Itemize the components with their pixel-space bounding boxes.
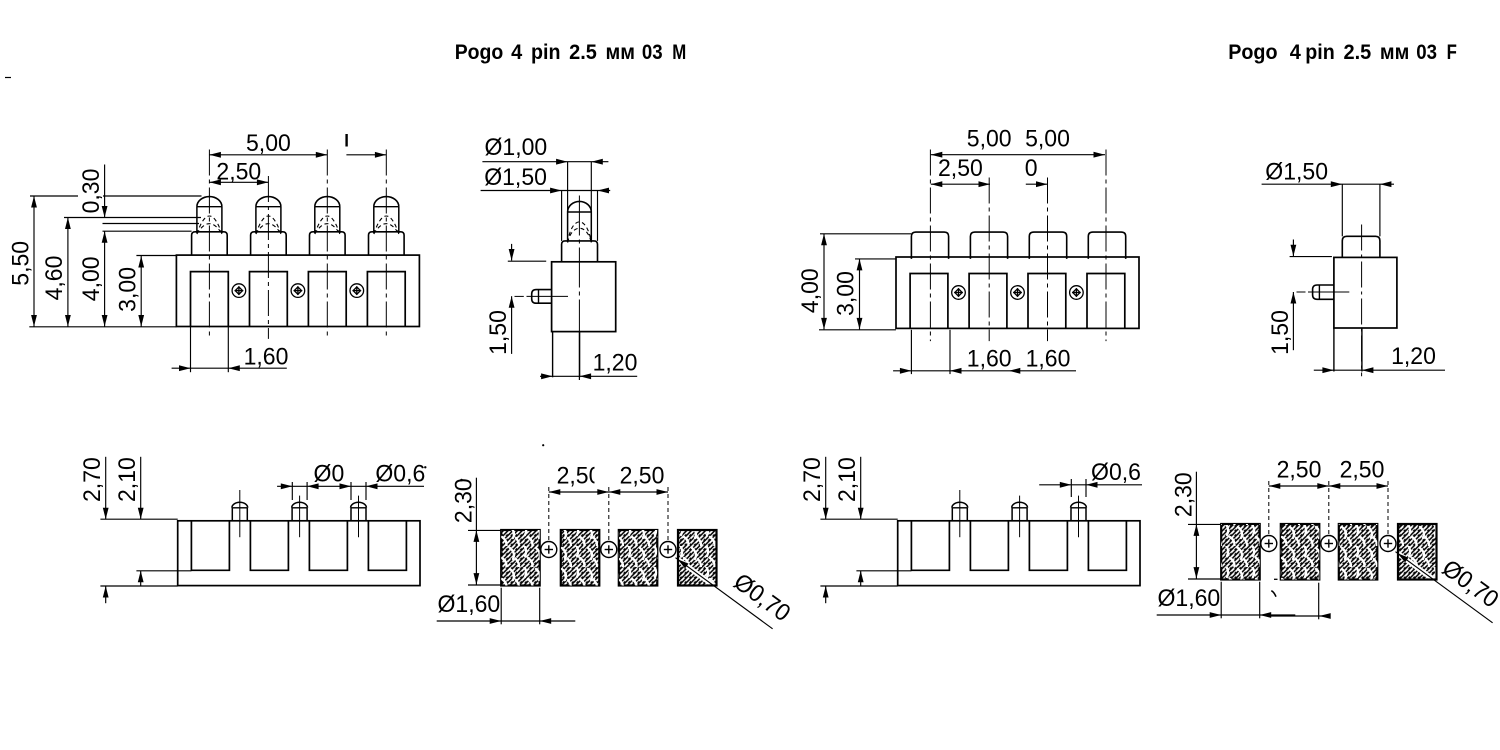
svg-text:Ø1,50: Ø1,50 bbox=[484, 163, 547, 190]
svg-text:F: F bbox=[1447, 41, 1457, 64]
svg-text:5,00: 5,00 bbox=[1025, 125, 1070, 152]
svg-text:2,50: 2,50 bbox=[216, 158, 261, 185]
svg-text:2,50: 2,50 bbox=[938, 154, 983, 181]
svg-text:4: 4 bbox=[1290, 41, 1302, 65]
svg-text:2.5: 2.5 bbox=[569, 41, 597, 65]
svg-text:pin: pin bbox=[531, 41, 560, 64]
svg-text:pin: pin bbox=[1305, 41, 1334, 64]
svg-text:2,70: 2,70 bbox=[799, 457, 826, 502]
svg-text:Ø0,6: Ø0,6 bbox=[1091, 459, 1141, 486]
svg-text:03: 03 bbox=[1416, 41, 1437, 64]
svg-text:Ø0: Ø0 bbox=[314, 460, 345, 487]
svg-text:Ø1,60: Ø1,60 bbox=[438, 591, 501, 618]
svg-text:мм: мм bbox=[606, 41, 635, 65]
svg-text:4,00: 4,00 bbox=[77, 256, 104, 301]
svg-text:2.5: 2.5 bbox=[1344, 41, 1372, 65]
svg-text:1,50: 1,50 bbox=[1267, 310, 1294, 355]
svg-text:Ø0,6: Ø0,6 bbox=[375, 460, 425, 487]
svg-text:5,00: 5,00 bbox=[246, 129, 291, 156]
svg-text:2,10: 2,10 bbox=[834, 457, 861, 502]
svg-text:2,50: 2,50 bbox=[1340, 456, 1385, 483]
svg-text:2,30: 2,30 bbox=[450, 478, 477, 523]
svg-text:1,60: 1,60 bbox=[244, 343, 289, 370]
svg-text:1,20: 1,20 bbox=[1391, 342, 1436, 369]
svg-text:1,20: 1,20 bbox=[593, 349, 638, 376]
svg-text:0,30: 0,30 bbox=[77, 169, 104, 214]
svg-text:Ø1,60: Ø1,60 bbox=[1158, 585, 1221, 612]
svg-text:4: 4 bbox=[511, 41, 523, 65]
svg-text:Pogo: Pogo bbox=[1228, 41, 1277, 64]
svg-text:2,10: 2,10 bbox=[114, 457, 141, 502]
svg-text:4,60: 4,60 bbox=[41, 256, 68, 301]
svg-text:2,30: 2,30 bbox=[1170, 472, 1197, 517]
svg-text:0: 0 bbox=[1025, 154, 1038, 181]
svg-text:3,00: 3,00 bbox=[832, 271, 859, 316]
svg-text:3,00: 3,00 bbox=[114, 267, 141, 312]
svg-text:2,50: 2,50 bbox=[620, 462, 665, 489]
svg-text:4,00: 4,00 bbox=[797, 268, 824, 313]
svg-text:Ø1,00: Ø1,00 bbox=[485, 134, 548, 161]
svg-text:5,50: 5,50 bbox=[7, 241, 34, 286]
svg-text:1,50: 1,50 bbox=[485, 310, 512, 355]
svg-text:2,50: 2,50 bbox=[1277, 456, 1322, 483]
svg-text:Ø1,50: Ø1,50 bbox=[1265, 158, 1328, 185]
svg-text:1,60: 1,60 bbox=[1026, 345, 1071, 372]
svg-text:03: 03 bbox=[642, 41, 663, 64]
svg-text:мм: мм bbox=[1380, 41, 1409, 65]
svg-text:2,70: 2,70 bbox=[79, 457, 106, 502]
svg-text:5,00: 5,00 bbox=[967, 125, 1012, 152]
svg-text:1,60: 1,60 bbox=[967, 345, 1012, 372]
svg-text:M: M bbox=[672, 41, 686, 64]
svg-text:2,50: 2,50 bbox=[557, 462, 602, 489]
svg-text:Pogo: Pogo bbox=[455, 41, 504, 64]
